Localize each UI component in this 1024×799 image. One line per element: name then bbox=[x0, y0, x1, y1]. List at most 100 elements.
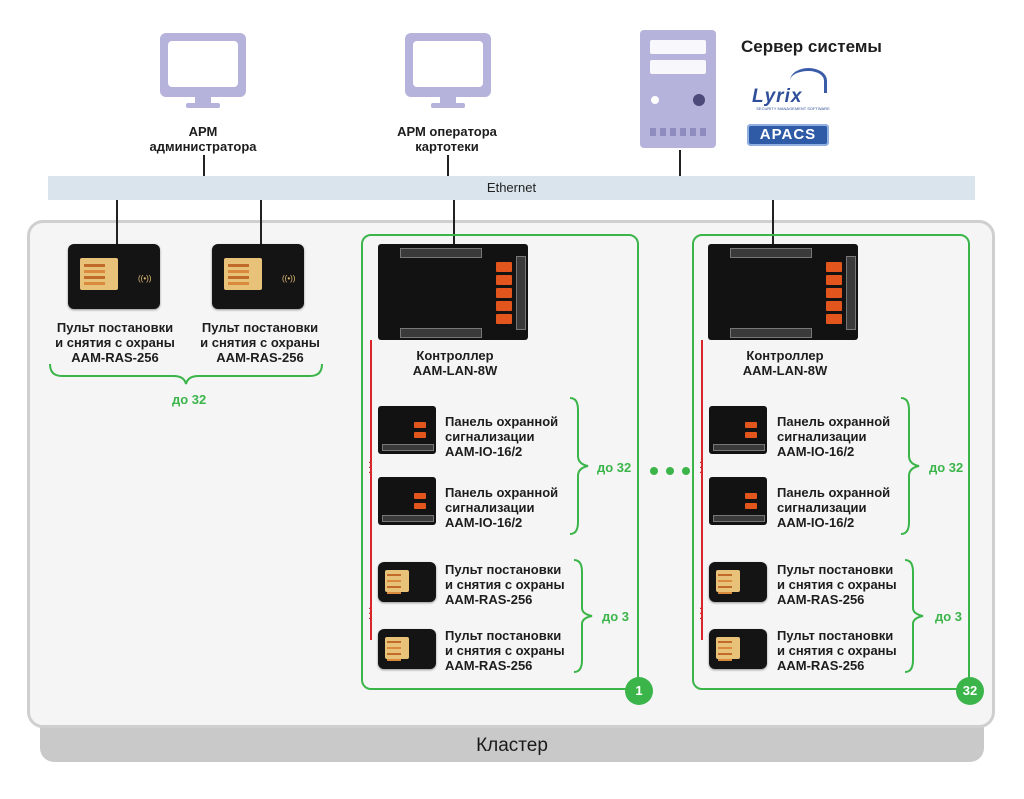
rs485-dots-1b: ... bbox=[368, 600, 372, 622]
admin-label: АРМ администратора bbox=[120, 124, 286, 154]
controller-label-32: Контроллер AAM-LAN-8W bbox=[710, 348, 860, 378]
controller-board-32 bbox=[708, 244, 858, 340]
more-groups-dots bbox=[650, 462, 698, 480]
rs485-dots-32b: ... bbox=[699, 600, 703, 622]
keypad-label-2-line1: Пульт постановки bbox=[201, 320, 319, 335]
bus-keypad-label-1a: Пульт постановки и снятия с охраны AAM-R… bbox=[445, 562, 580, 607]
keypad-device-1: ((•)) bbox=[68, 244, 160, 309]
keypad-count-32: до 3 bbox=[935, 609, 963, 624]
keypad1-link-line bbox=[116, 200, 118, 244]
io-brace-1 bbox=[569, 397, 589, 535]
io-label-1a-line3: AAM-IO-16/2 bbox=[445, 444, 523, 459]
keypad-label-2: Пульт постановки и снятия с охраны AAM-R… bbox=[190, 320, 330, 365]
keypad-count-1: до 3 bbox=[602, 609, 630, 624]
apacs-logo-text: APACS bbox=[759, 126, 817, 143]
io-label-32b: Панель охранной сигнализации AAM-IO-16/2 bbox=[777, 485, 912, 530]
keypad-label-2-line3: AAM-RAS-256 bbox=[216, 350, 304, 365]
io-count-32: до 32 bbox=[929, 460, 964, 475]
lyrix-logo-text: Lyrix bbox=[752, 86, 803, 107]
bus-keypad-1a bbox=[378, 562, 436, 602]
bus-keypad-label-1a-line3: AAM-RAS-256 bbox=[445, 592, 533, 607]
keypads-brace bbox=[49, 363, 323, 385]
bus-keypad-1b bbox=[378, 629, 436, 669]
controller-group-1 bbox=[361, 234, 639, 690]
bus-keypad-label-1b-line2: и снятия с охраны bbox=[445, 643, 565, 658]
io-label-1b-line1: Панель охранной bbox=[445, 485, 559, 500]
bus-keypad-label-32b: Пульт постановки и снятия с охраны AAM-R… bbox=[777, 628, 912, 673]
admin-link-line bbox=[203, 155, 205, 176]
io-label-1b-line2: сигнализации bbox=[445, 500, 535, 515]
io-label-1b: Панель охранной сигнализации AAM-IO-16/2 bbox=[445, 485, 580, 530]
group-badge-32: 32 bbox=[956, 677, 984, 705]
admin-label-line1: АРМ bbox=[188, 124, 218, 139]
keypad-brace-1 bbox=[573, 559, 593, 673]
rs485-dots-32a: ... bbox=[699, 454, 703, 476]
keypads-count: до 32 bbox=[172, 392, 207, 407]
bus-keypad-32b bbox=[709, 629, 767, 669]
lyrix-logo-tagline: SECURITY MANAGEMENT SOFTWARE bbox=[756, 106, 830, 111]
io-label-1b-line3: AAM-IO-16/2 bbox=[445, 515, 523, 530]
bus-keypad-label-32b-line3: AAM-RAS-256 bbox=[777, 658, 865, 673]
bus-keypad-label-32a: Пульт постановки и снятия с охраны AAM-R… bbox=[777, 562, 912, 607]
bus-keypad-label-1a-line2: и снятия с охраны bbox=[445, 577, 565, 592]
keypad-label-1: Пульт постановки и снятия с охраны AAM-R… bbox=[45, 320, 185, 365]
cluster-title: Кластер bbox=[476, 735, 548, 756]
io-label-1a-line2: сигнализации bbox=[445, 429, 535, 444]
bus-keypad-label-1b-line1: Пульт постановки bbox=[445, 628, 562, 643]
server-link-line bbox=[679, 150, 681, 176]
bus-keypad-label-32a-line1: Пульт постановки bbox=[777, 562, 894, 577]
controller32-link-line bbox=[772, 200, 774, 244]
controller-label-1: Контроллер AAM-LAN-8W bbox=[380, 348, 530, 378]
io-label-32b-line1: Панель охранной bbox=[777, 485, 891, 500]
io-brace-32 bbox=[900, 397, 920, 535]
operator-label-line1: АРМ оператора bbox=[397, 124, 497, 139]
operator-label: АРМ оператора картотеки bbox=[364, 124, 530, 154]
bus-keypad-label-32b-line2: и снятия с охраны bbox=[777, 643, 897, 658]
bus-keypad-label-1b: Пульт постановки и снятия с охраны AAM-R… bbox=[445, 628, 580, 673]
io-panel-1a bbox=[378, 406, 436, 454]
rs485-bus-32 bbox=[701, 340, 703, 640]
apacs-logo: APACS bbox=[747, 124, 829, 146]
ethernet-bar bbox=[48, 176, 975, 200]
keypad-device-2: ((•)) bbox=[212, 244, 304, 309]
controller-label-32-line2: AAM-LAN-8W bbox=[742, 363, 828, 378]
keypad-label-2-line2: и снятия с охраны bbox=[200, 335, 320, 350]
io-label-1a-line1: Панель охранной bbox=[445, 414, 559, 429]
keypad-label-1-line3: AAM-RAS-256 bbox=[71, 350, 159, 365]
io-label-32a: Панель охранной сигнализации AAM-IO-16/2 bbox=[777, 414, 912, 459]
io-panel-32b bbox=[709, 477, 767, 525]
rs485-bus-1 bbox=[370, 340, 372, 640]
controller-label-1-line1: Контроллер bbox=[416, 348, 494, 363]
keypad-label-1-line1: Пульт постановки bbox=[56, 320, 174, 335]
bus-keypad-label-1b-line3: AAM-RAS-256 bbox=[445, 658, 533, 673]
bus-keypad-label-32b-line1: Пульт постановки bbox=[777, 628, 894, 643]
keypad-label-1-line2: и снятия с охраны bbox=[55, 335, 175, 350]
bus-keypad-label-32a-line3: AAM-RAS-256 bbox=[777, 592, 865, 607]
operator-link-line bbox=[447, 155, 449, 176]
controller-board-1 bbox=[378, 244, 528, 340]
io-panel-32a bbox=[709, 406, 767, 454]
io-label-32a-line1: Панель охранной bbox=[777, 414, 891, 429]
bus-keypad-32a bbox=[709, 562, 767, 602]
bus-keypad-label-1a-line1: Пульт постановки bbox=[445, 562, 562, 577]
keypad-brace-32 bbox=[904, 559, 924, 673]
io-label-32a-line3: AAM-IO-16/2 bbox=[777, 444, 855, 459]
io-label-32b-line3: AAM-IO-16/2 bbox=[777, 515, 855, 530]
keypad2-link-line bbox=[260, 200, 262, 244]
rs485-dots-1a: ... bbox=[368, 454, 372, 476]
group-badge-1: 1 bbox=[625, 677, 653, 705]
io-label-1a: Панель охранной сигнализации AAM-IO-16/2 bbox=[445, 414, 580, 459]
io-panel-1b bbox=[378, 477, 436, 525]
controller1-link-line bbox=[453, 200, 455, 244]
io-count-1: до 32 bbox=[597, 460, 632, 475]
controller-label-32-line1: Контроллер bbox=[746, 348, 824, 363]
controller-group-32 bbox=[692, 234, 970, 690]
bus-keypad-label-32a-line2: и снятия с охраны bbox=[777, 577, 897, 592]
ethernet-label: Ethernet bbox=[486, 180, 537, 195]
operator-label-line2: картотеки bbox=[415, 139, 479, 154]
admin-label-line2: администратора bbox=[149, 139, 257, 154]
controller-label-1-line2: AAM-LAN-8W bbox=[412, 363, 498, 378]
io-label-32b-line2: сигнализации bbox=[777, 500, 867, 515]
io-label-32a-line2: сигнализации bbox=[777, 429, 867, 444]
server-title: Сервер системы bbox=[741, 37, 882, 56]
